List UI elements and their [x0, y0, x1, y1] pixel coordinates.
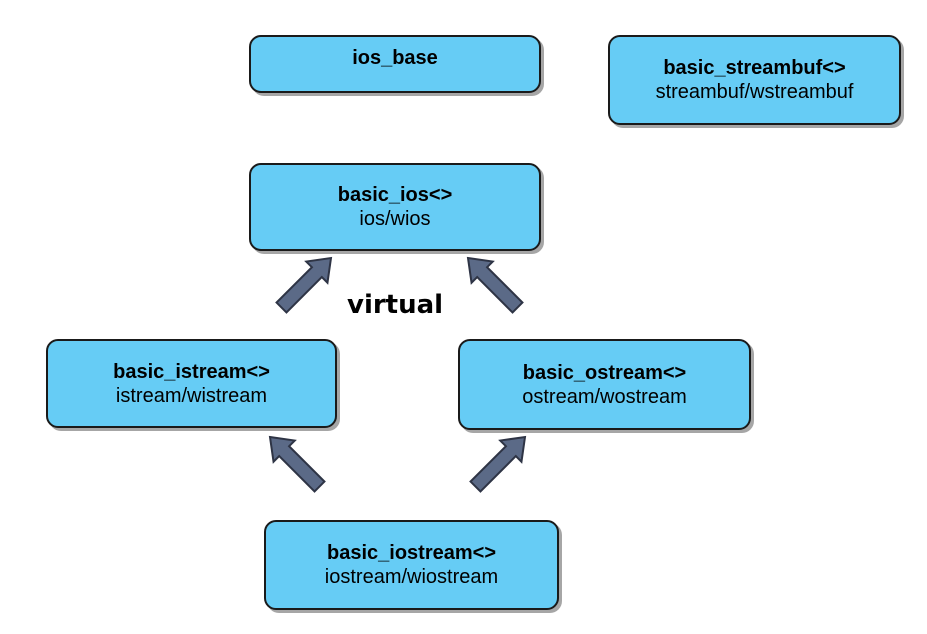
basic-ostream-box: basic_ostream<> ostream/wostream — [458, 339, 751, 430]
basic-ostream-subtitle: ostream/wostream — [522, 385, 687, 408]
basic-ostream-title: basic_ostream<> — [522, 361, 687, 384]
arrow-istream-to-basic-ios — [269, 246, 343, 320]
ios-base-title: ios_base — [352, 47, 438, 69]
basic-iostream-subtitle: iostream/wiostream — [324, 566, 499, 588]
basic-streambuf-title: basic_streambuf<> — [663, 57, 846, 79]
basic-istream-box: basic_istream<> istream/wistream — [46, 339, 337, 428]
virtual-label: virtual — [347, 290, 444, 320]
basic-ios-subtitle: ios/wios — [359, 208, 431, 230]
basic-streambuf-box: basic_streambuf<> streambuf/wstreambuf — [608, 35, 901, 125]
basic-istream-subtitle: istream/wistream — [115, 384, 268, 407]
arrow-ostream-to-basic-ios — [456, 246, 530, 320]
basic-streambuf-subtitle: streambuf/wstreambuf — [655, 81, 854, 103]
arrow-iostream-to-istream — [258, 425, 332, 499]
basic-iostream-box: basic_iostream<> iostream/wiostream — [264, 520, 559, 610]
basic-ios-title: basic_ios<> — [337, 184, 453, 206]
basic-istream-title: basic_istream<> — [113, 360, 270, 383]
basic-iostream-title: basic_iostream<> — [327, 542, 496, 564]
arrow-iostream-to-ostream — [463, 425, 537, 499]
basic-ios-box: basic_ios<> ios/wios — [249, 163, 541, 251]
ios-base-box: ios_base — [249, 35, 541, 93]
